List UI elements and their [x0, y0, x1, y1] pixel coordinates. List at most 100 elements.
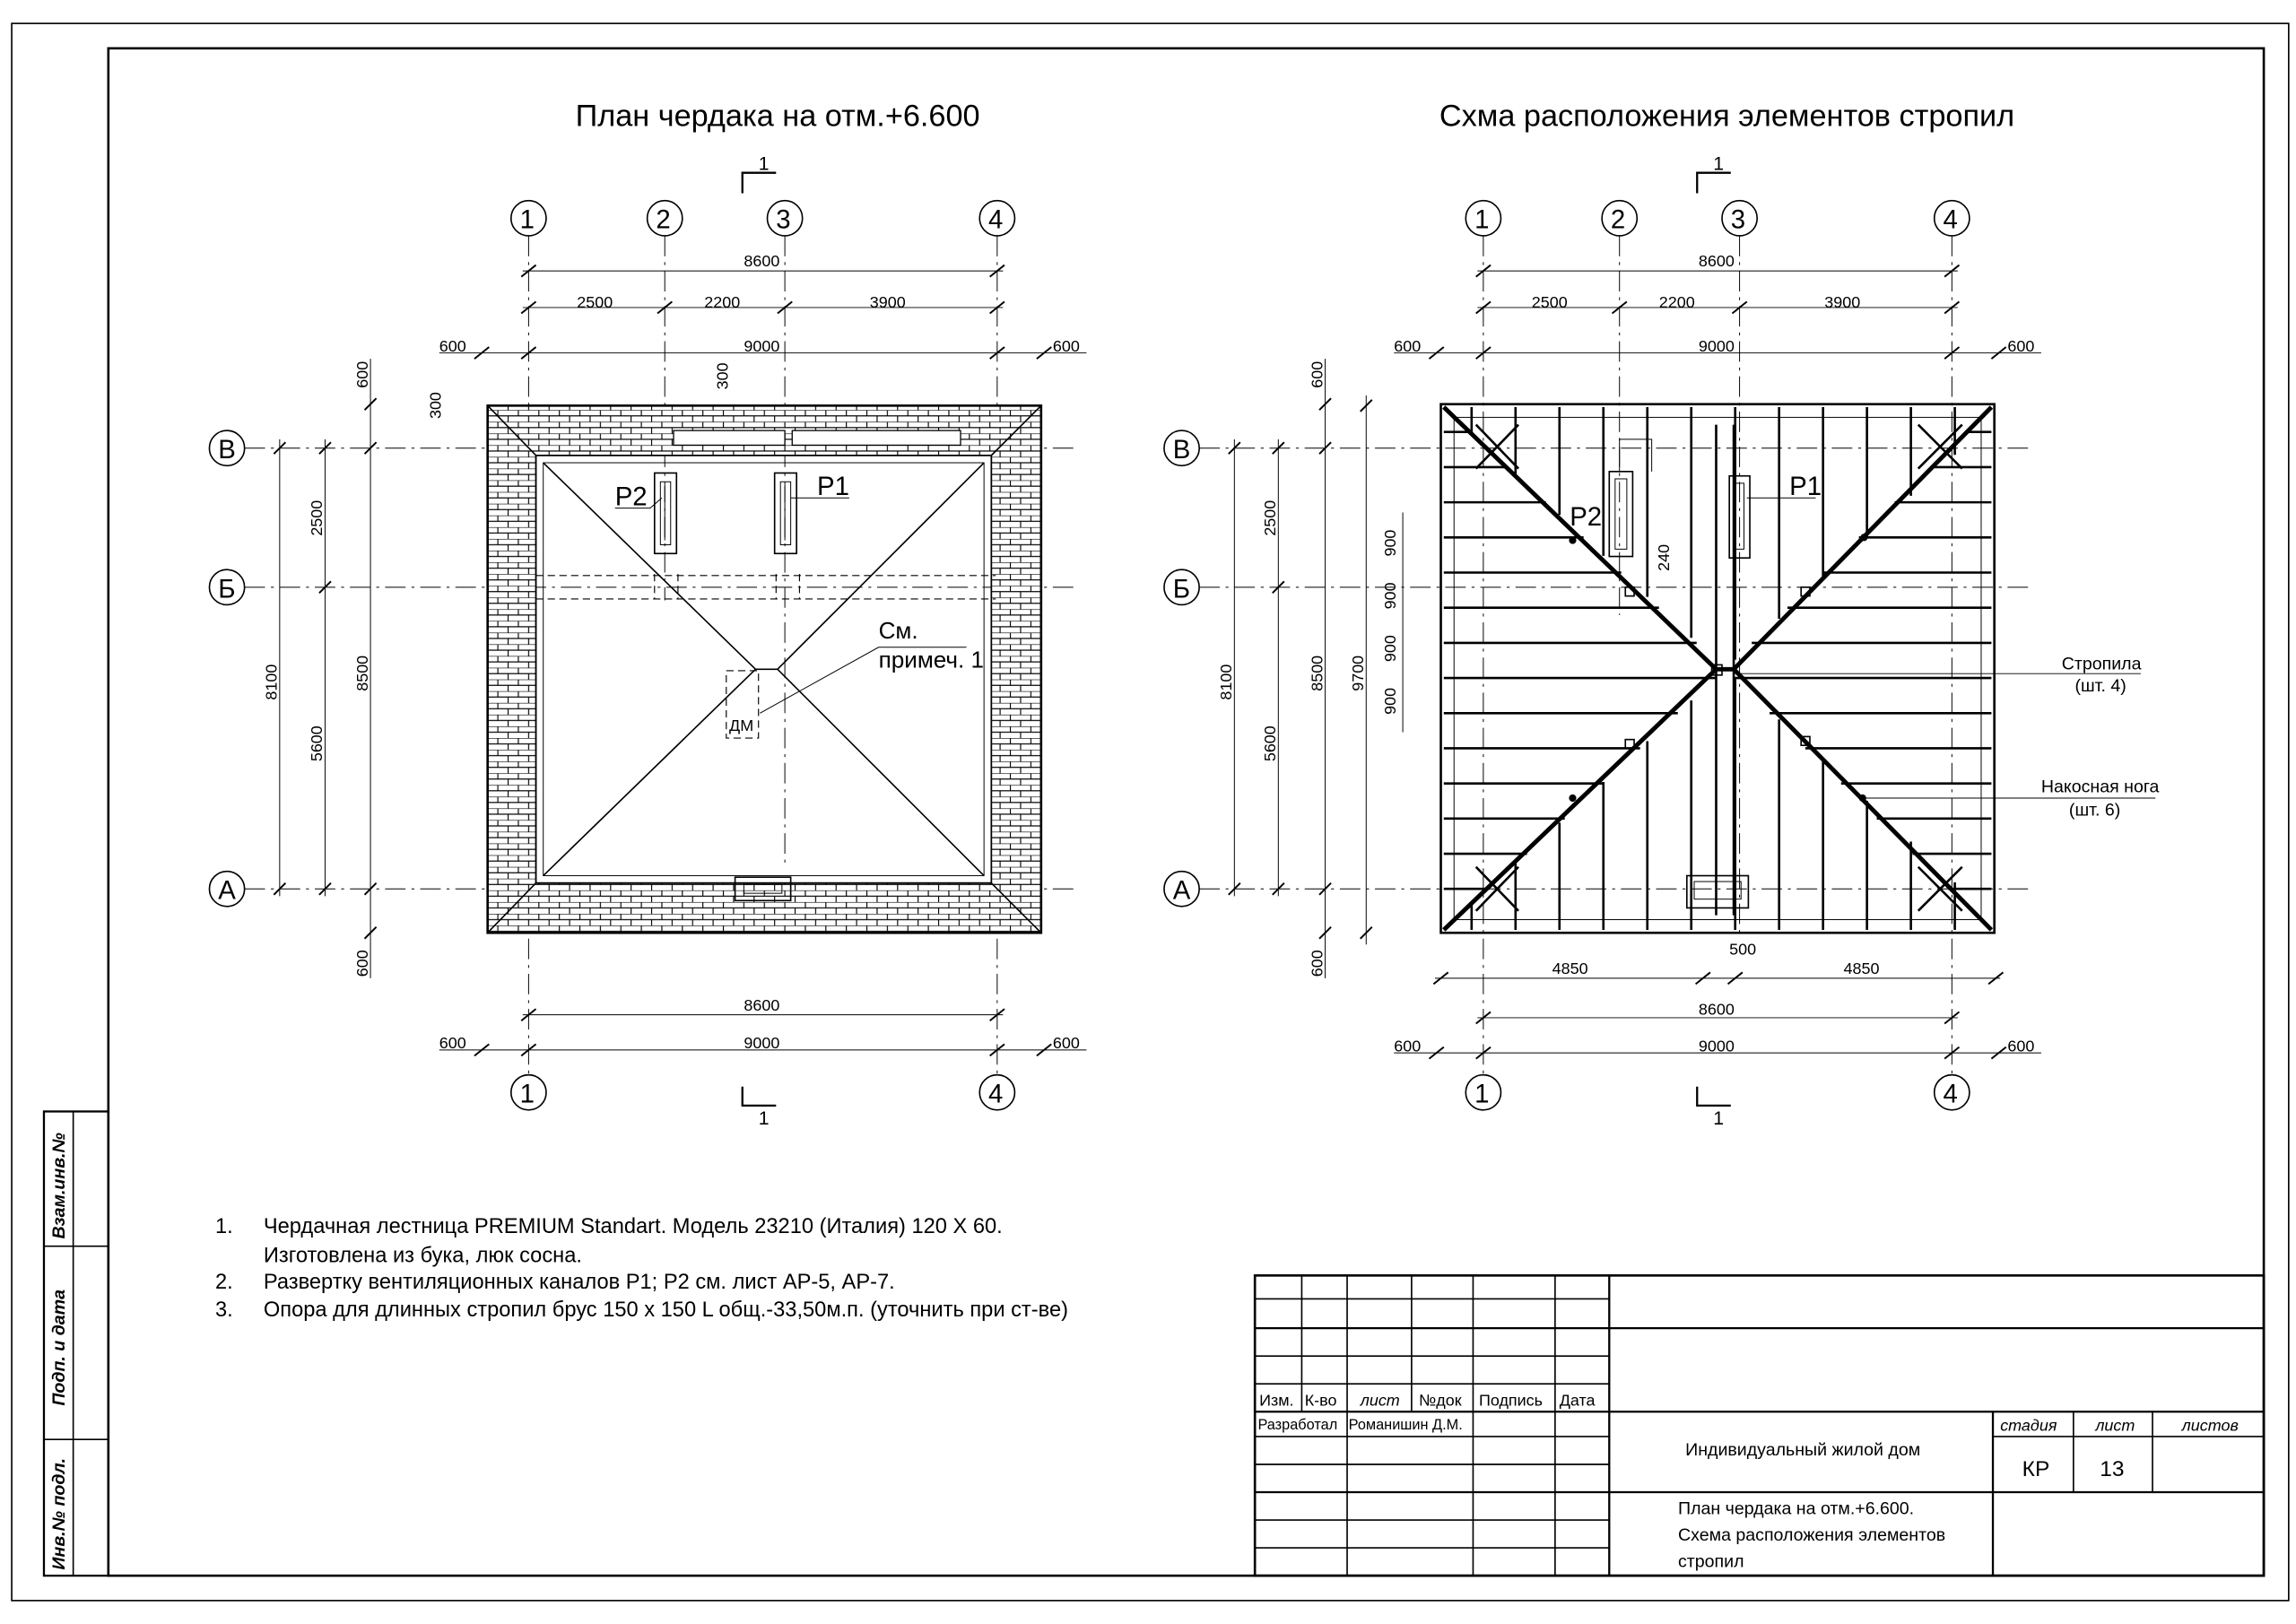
svg-text:9000: 9000 [744, 337, 779, 355]
svg-text:900: 900 [1381, 688, 1399, 715]
svg-text:1.: 1. [215, 1215, 233, 1238]
tb-stage: КР [2022, 1457, 2050, 1481]
svg-text:А: А [1173, 876, 1191, 906]
vent-bottom [734, 876, 792, 902]
vent-bottom-r [1686, 874, 1750, 909]
svg-text:8600: 8600 [744, 252, 779, 270]
svg-text:600: 600 [1053, 337, 1080, 355]
svg-text:4: 4 [988, 205, 1003, 235]
svg-text:3.: 3. [215, 1298, 233, 1322]
tb-sheet-no: 13 [2100, 1457, 2124, 1481]
svg-text:1: 1 [1474, 1080, 1489, 1109]
svg-text:2200: 2200 [704, 293, 740, 311]
section-mark-top: 1 [741, 153, 777, 194]
svg-text:4850: 4850 [1552, 960, 1588, 977]
tb-header-izm: Изм. [1259, 1392, 1293, 1410]
svg-text:8600: 8600 [1699, 252, 1735, 270]
side-stamp-vzam: Взам.инв.№ [49, 1133, 69, 1239]
dim-chains-bottom-r: 4850 500 4850 8600 600 9000 600 [1394, 941, 2041, 1060]
svg-text:900: 900 [1381, 582, 1399, 609]
svg-text:900: 900 [1381, 530, 1399, 557]
svg-text:2500: 2500 [1261, 500, 1279, 536]
tb-sheet-title-1: План чердака на отм.+6.600. [1678, 1499, 1914, 1519]
svg-text:1: 1 [520, 1080, 535, 1109]
rafters-title: Схма расположения элементов стропил [1439, 99, 2014, 133]
tb-project: Индивидуальный жилой дом [1685, 1440, 1920, 1460]
svg-text:В: В [1173, 435, 1191, 465]
svg-text:2500: 2500 [577, 293, 613, 311]
svg-text:9000: 9000 [744, 1034, 779, 1052]
vent-p1-label-r: Р1 [1789, 472, 1822, 501]
axis-bubbles-left-r: В Б А [1163, 430, 1200, 908]
axis-bubbles-top-r: 1 2 3 4 [1465, 199, 1970, 237]
axis-bubbles-bottom: 1 4 [509, 1073, 1016, 1111]
svg-text:2500: 2500 [1532, 293, 1568, 311]
svg-text:2200: 2200 [1659, 293, 1695, 311]
side-stamp-podp: Подп. и дата [49, 1290, 69, 1406]
plan-title: План чердака на отм.+6.600 [576, 99, 980, 133]
hatch-label: ДМ [729, 716, 753, 734]
svg-text:600: 600 [439, 1034, 466, 1052]
svg-text:1: 1 [520, 205, 535, 235]
svg-text:8600: 8600 [744, 996, 779, 1014]
side-stamp-inv: Инв.№ подл. [49, 1458, 69, 1570]
vent-duct-p2-r: Р2 [1570, 439, 1653, 558]
jack-rafters [1443, 406, 1992, 930]
svg-text:В: В [218, 435, 236, 465]
svg-text:Б: Б [1173, 574, 1190, 604]
svg-text:4850: 4850 [1844, 960, 1880, 977]
side-stamp: Взам.инв.№ Подп. и дата Инв.№ подл. [42, 1110, 109, 1577]
svg-text:Опора для длинных стропил брус: Опора для длинных стропил брус 150 х 150… [264, 1298, 1068, 1322]
svg-text:240: 240 [1655, 544, 1673, 571]
svg-text:8500: 8500 [1308, 656, 1326, 691]
svg-text:8100: 8100 [263, 664, 281, 700]
svg-text:2500: 2500 [308, 500, 326, 536]
svg-text:5600: 5600 [1261, 725, 1279, 761]
attic-walls [486, 404, 1043, 934]
svg-text:600: 600 [1308, 361, 1326, 388]
notes: 1. Чердачная лестница PREMIUM Standart. … [215, 1215, 1068, 1322]
section-mark-bottom: 1 [741, 1086, 777, 1129]
svg-text:9700: 9700 [1349, 656, 1367, 691]
svg-text:(шт. 4): (шт. 4) [2074, 676, 2126, 696]
svg-text:(шт. 6): (шт. 6) [2069, 801, 2120, 821]
svg-text:Развертку вентиляционных канал: Развертку вентиляционных каналов Р1; Р2 … [264, 1271, 895, 1294]
dim-chains-left-r: 600 2500 5600 8100 8500 9700 600 900 900… [1217, 359, 1673, 978]
note-reference: См. примеч. 1 [760, 617, 984, 714]
tb-sheets-label: листов [2181, 1416, 2239, 1434]
corner-braces [1474, 423, 1963, 912]
svg-text:600: 600 [1394, 1037, 1421, 1055]
svg-text:2.: 2. [215, 1271, 233, 1294]
svg-text:600: 600 [353, 361, 371, 388]
tb-header-ndok: №док [1419, 1392, 1462, 1410]
tb-header-data: Дата [1560, 1392, 1596, 1410]
svg-text:3900: 3900 [1824, 293, 1860, 311]
dim-chains-bottom: 8600 600 9000 600 [439, 996, 1087, 1057]
tb-sheet-title-3: стропил [1678, 1551, 1744, 1571]
svg-text:4: 4 [1944, 1080, 1958, 1109]
sheet-outer-frame [11, 22, 2290, 1602]
tb-header-kvo: К-во [1305, 1392, 1337, 1410]
attic-plan: 1 1 1 2 3 4 1 4 В Б А [208, 153, 1087, 1129]
sheet-inner-frame [107, 47, 2266, 1577]
svg-text:8100: 8100 [1217, 664, 1235, 700]
svg-text:9000: 9000 [1699, 337, 1735, 355]
dim-chains-top: 8600 2500 2200 3900 600 9000 600 [439, 252, 1087, 360]
axis-bubbles-left: В Б А [208, 430, 246, 908]
label-strop: Стропила [2062, 654, 2142, 673]
tb-developed-label: Разработал [1257, 1417, 1337, 1433]
svg-text:1: 1 [759, 153, 770, 174]
vent-p2-label: Р2 [615, 482, 648, 511]
dim-chains-left: 600 2500 5600 8100 8500 600 300 300 [263, 359, 731, 978]
svg-text:1: 1 [1474, 205, 1489, 235]
vent-p2-label-r: Р2 [1570, 502, 1602, 532]
tb-developer: Романишин Д.М. [1349, 1417, 1463, 1433]
svg-text:Чердачная лестница PREMIUM S: Чердачная лестница PREMIUM Standart. Мод… [264, 1215, 1003, 1238]
svg-text:примеч. 1: примеч. 1 [879, 647, 984, 673]
tb-sheet-label: лист [2094, 1416, 2135, 1434]
hip-rafters [1442, 405, 1994, 932]
vent-duct-p1-r: Р1 [1728, 472, 1822, 559]
title-block: Изм. К-во лист №док Подпись Дата Разрабо… [1253, 1274, 2266, 1577]
svg-text:2: 2 [1611, 205, 1625, 235]
